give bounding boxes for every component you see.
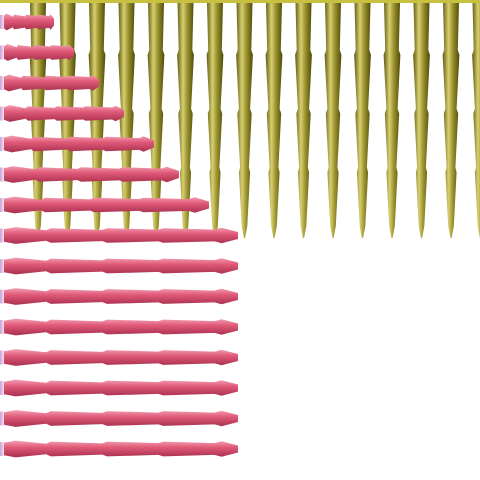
spindle-edge-tint [0,381,40,395]
pink-horizontal-spindle [4,440,238,458]
spindle-edge-tint [0,411,40,426]
spindle-edge-tint [0,350,40,365]
spindle-edge-tint [0,289,40,304]
horizontal-spindle-group [0,13,238,458]
top-edge-line [0,0,480,3]
pink-horizontal-spindle [4,379,238,397]
olive-vertical-spindle [383,3,401,238]
olive-vertical-spindle [324,3,342,238]
spindle-edge-tint [0,106,40,121]
olive-vertical-spindle [472,3,480,238]
pink-horizontal-spindle [4,318,238,336]
spindle-edge-tint [0,167,40,182]
olive-vertical-spindle [442,3,460,238]
spindle-edge-tint [0,442,40,456]
spindle-edge-tint [0,320,40,334]
spindle-edge-tint [0,259,40,273]
olive-vertical-spindle [354,3,371,238]
pink-horizontal-spindle [4,349,238,366]
spindle-edge-tint [0,137,40,151]
spindle-edge-tint [0,228,40,243]
spindle-edge-tint [0,76,40,90]
spindle-edge-tint [0,15,40,29]
spindle-edge-tint [0,198,40,212]
olive-vertical-spindle [413,3,430,238]
pink-horizontal-spindle [4,410,238,427]
pink-horizontal-spindle [4,257,238,275]
olive-vertical-spindle [265,3,283,238]
pink-horizontal-spindle [4,288,238,305]
spindle-edge-tint [0,45,40,60]
olive-vertical-spindle [206,3,224,238]
pink-horizontal-spindle [4,166,179,183]
olive-vertical-spindle [295,3,312,238]
pink-horizontal-spindle [4,227,238,244]
olive-vertical-spindle [177,3,194,238]
pink-horizontal-spindle [4,196,209,214]
pink-horizontal-spindle [4,135,154,153]
olive-vertical-spindle [236,3,253,238]
